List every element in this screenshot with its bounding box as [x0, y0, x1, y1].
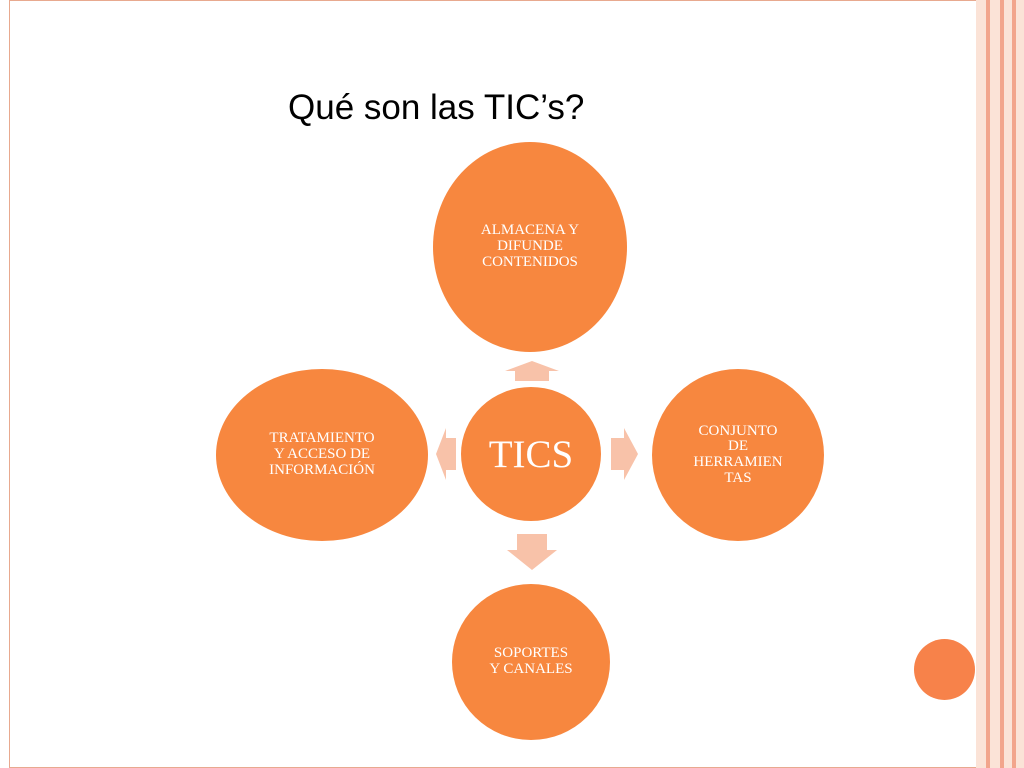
border-stripe [1000, 0, 1004, 768]
node-left: TRATAMIENTO Y ACCESO DE INFORMACIÓN [216, 369, 428, 541]
border-stripe [1012, 0, 1016, 768]
decorative-dot [914, 639, 975, 700]
node-bottom-line: Y CANALES [489, 661, 573, 677]
node-right-line: HERRAMIEN [693, 454, 783, 470]
node-bottom: SOPORTES Y CANALES [452, 584, 610, 740]
center-node: TICS [458, 384, 604, 524]
node-top-line: CONTENIDOS [482, 253, 578, 270]
node-top-line: ALMACENA Y [480, 222, 580, 239]
node-right-line: CONJUNTO [698, 422, 778, 439]
arrow-right-icon [611, 428, 638, 480]
center-node-label: TICS [488, 432, 574, 476]
node-top-line: DIFUNDE [497, 238, 563, 255]
arrow-up-icon [505, 361, 559, 381]
arrow-left-icon [436, 428, 456, 480]
arrow-down-icon [507, 534, 557, 570]
border-stripe [986, 0, 990, 768]
node-left-line: INFORMACIÓN [269, 461, 375, 478]
slide-title: Qué son las TIC’s? [288, 88, 585, 127]
node-right: CONJUNTO DE HERRAMIEN TAS [652, 369, 824, 541]
node-left-line: TRATAMIENTO [269, 430, 375, 447]
slide-frame-top-line [9, 0, 977, 1]
node-top: ALMACENA Y DIFUNDE CONTENIDOS [433, 142, 627, 352]
decorative-right-border [976, 0, 1024, 768]
slide-frame-left-line [9, 0, 10, 768]
node-right-line: DE [727, 438, 748, 455]
node-left-line: Y ACCESO DE [273, 446, 371, 463]
node-bottom-line: SOPORTES [493, 645, 569, 662]
node-right-line: TAS [724, 469, 752, 486]
